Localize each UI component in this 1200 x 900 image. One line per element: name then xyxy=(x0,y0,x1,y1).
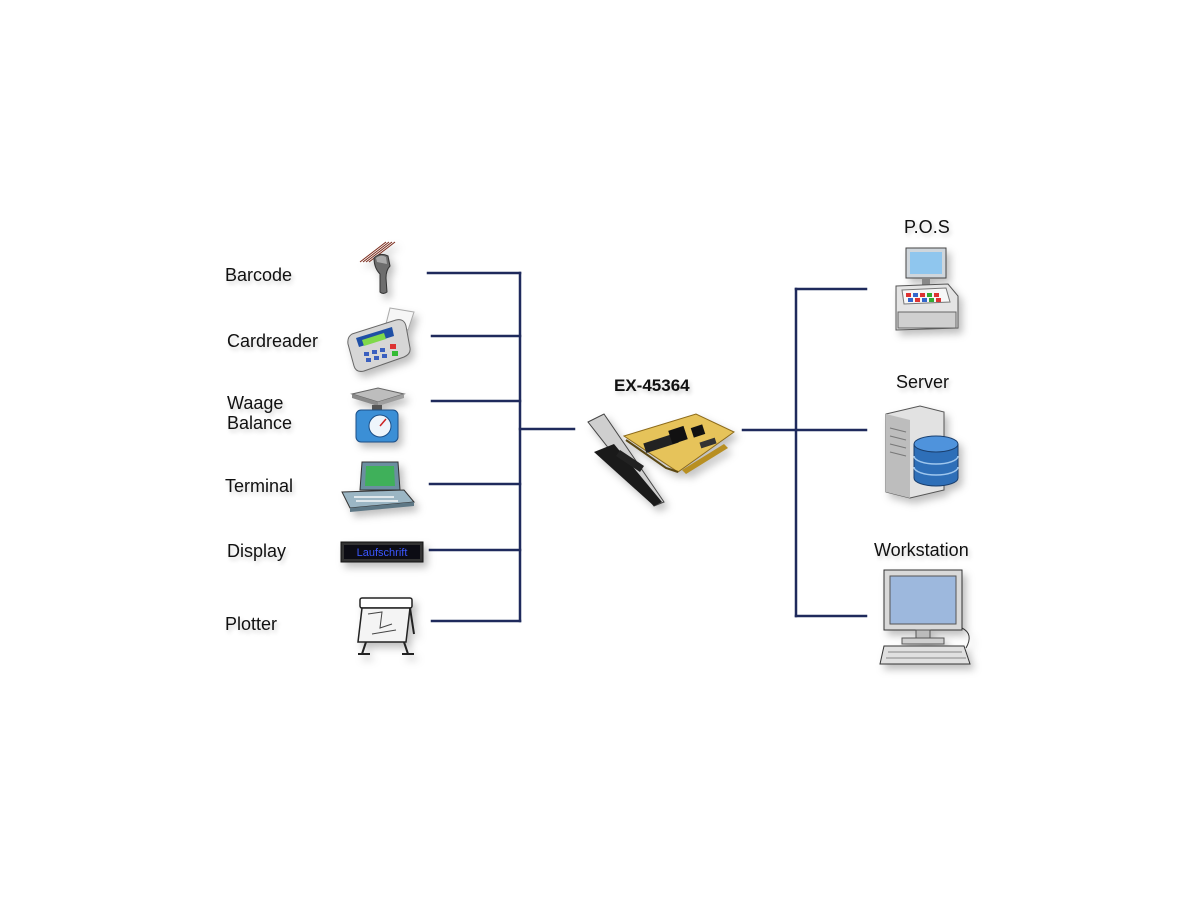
label-workstation: Workstation xyxy=(874,540,969,560)
scale-icon xyxy=(350,386,406,449)
card-terminal-icon xyxy=(344,304,420,379)
pci-express-serial-card-icon xyxy=(584,410,738,515)
label-server: Server xyxy=(896,372,950,392)
label-display: Display xyxy=(227,541,287,561)
label-terminal: Terminal xyxy=(225,476,294,496)
plotter-icon xyxy=(352,594,418,661)
server-database-icon xyxy=(880,402,970,503)
label-barcode: Barcode xyxy=(225,265,293,285)
barcode-scanner-icon xyxy=(356,238,400,301)
led-display-icon: Laufschrift xyxy=(340,541,424,567)
terminal-icon xyxy=(338,460,418,517)
label-plotter: Plotter xyxy=(225,614,278,634)
workstation-monitor-icon xyxy=(878,568,974,673)
pos-register-icon xyxy=(892,246,962,337)
card-label: EX-45364 xyxy=(614,376,690,395)
label-cardreader: Cardreader xyxy=(227,331,319,351)
led-display-text: Laufschrift xyxy=(357,547,408,559)
label-pos: P.O.S xyxy=(904,217,950,237)
